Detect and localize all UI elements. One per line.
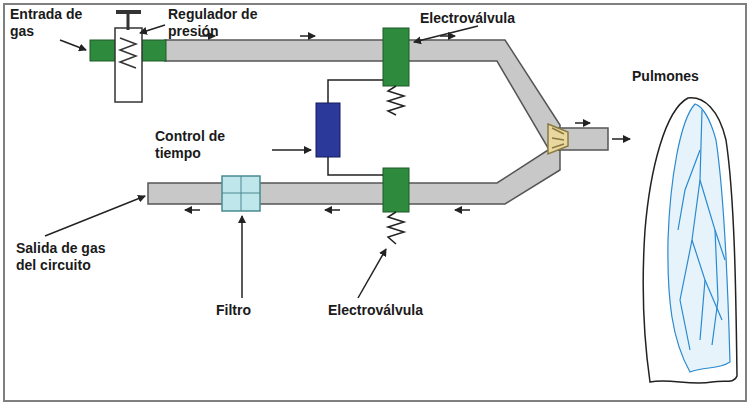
flow-arrows <box>185 36 630 210</box>
pressure-regulator <box>90 12 166 102</box>
filter <box>222 176 260 211</box>
part-label: Regulador de presión <box>168 6 268 40</box>
part-label: Pulmones <box>632 68 742 85</box>
y-junction <box>548 124 568 154</box>
leader-lines <box>45 25 612 298</box>
upper-valve <box>383 28 409 115</box>
timer-control <box>316 80 383 175</box>
part-label: Entrada de gas <box>10 6 90 40</box>
lower-valve <box>383 168 409 244</box>
lungs-illustration <box>643 98 737 383</box>
part-label: Electroválvula <box>420 10 560 27</box>
part-label: Control de tiempo <box>155 128 240 162</box>
frame <box>4 4 746 401</box>
part-label: Filtro <box>216 302 296 319</box>
lower-pipe <box>148 150 560 204</box>
part-label: Salida de gas del circuito <box>16 240 124 274</box>
part-label: Electroválvula <box>328 302 468 319</box>
